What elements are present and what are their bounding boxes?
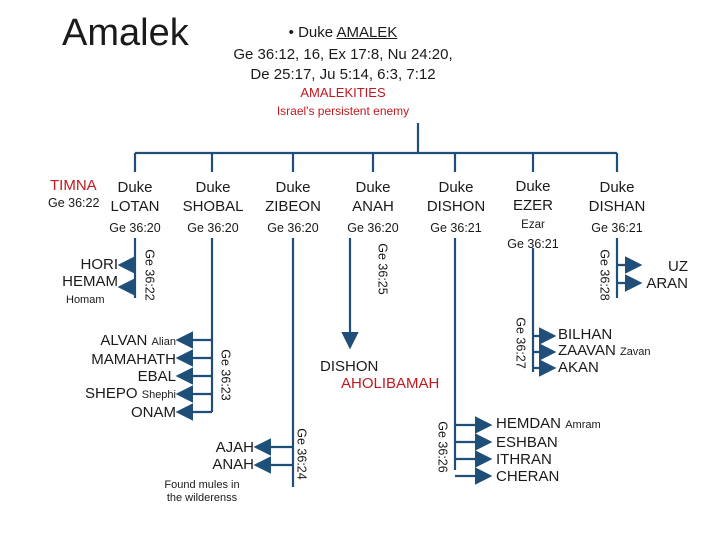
duke-title: Duke <box>599 179 635 196</box>
duke-alias: Ezar <box>521 219 545 231</box>
shobal-ref: Ge 36:23 <box>218 349 233 401</box>
duke-dishan: Duke DISHAN Ge 36:21 <box>582 178 652 238</box>
duke-zibeon: Duke ZIBEON Ge 36:20 <box>258 178 328 238</box>
amalekites-label: AMALEKITIES <box>300 85 386 100</box>
duke-ref: Ge 36:20 <box>347 221 399 235</box>
amalek-refs-line1: Ge 36:12, 16, Ex 17:8, Nu 24:20, <box>233 46 453 63</box>
child-shepo: SHEPO Shephi <box>85 385 176 402</box>
duke-amalek-heading: • Duke AMALEK <box>243 24 443 41</box>
hemam-alias: Homam <box>66 294 105 306</box>
child-ithran: ITHRAN <box>496 451 552 468</box>
child-onam: ONAM <box>131 404 176 421</box>
duke-name: DISHON <box>426 198 486 215</box>
child-mamahath: MAMAHATH <box>91 351 176 368</box>
anah-ref: Ge 36:25 <box>375 243 390 295</box>
duke-amalek-name: AMALEK <box>336 24 398 41</box>
duke-ref: Ge 36:21 <box>507 237 559 251</box>
child-cheran: CHERAN <box>496 468 560 485</box>
duke-ref: Ge 36:21 <box>591 221 643 235</box>
duke-title: Duke <box>117 179 153 196</box>
child-aholibamah: AHOLIBAMAH <box>341 375 440 392</box>
shobal-children: ALVAN Alian MAMAHATH EBAL SHEPO Shephi O… <box>60 332 176 421</box>
mules-note: Found mules in the wilderenss <box>164 479 240 504</box>
child-aran: ARAN <box>646 275 688 292</box>
duke-ezer: Duke EZER Ezar Ge 36:21 <box>503 177 563 254</box>
duke-name: DISHAN <box>588 198 646 215</box>
duke-anah: Duke ANAH Ge 36:20 <box>338 178 408 238</box>
duke-dishon: Duke DISHON Ge 36:21 <box>420 178 492 238</box>
duke-ref: Ge 36:21 <box>430 221 482 235</box>
duke-title: Duke <box>195 179 231 196</box>
duke-title: Duke <box>515 178 551 195</box>
hemdan-alias: Amram <box>565 419 601 431</box>
zibeon-ref: Ge 36:24 <box>294 428 309 480</box>
duke-title: Duke <box>438 179 474 196</box>
child-dishon: DISHON <box>320 358 379 375</box>
ezer-children: BILHAN ZAAVAN Zavan AKAN <box>558 327 651 376</box>
shepo-alias: Shephi <box>141 389 176 401</box>
dishon-ref: Ge 36:26 <box>435 421 450 473</box>
child-zaavan: ZAAVAN Zavan <box>558 342 651 359</box>
child-ebal: EBAL <box>137 368 176 385</box>
dishan-ref: Ge 36:28 <box>597 249 612 301</box>
duke-name: EZER <box>512 197 553 214</box>
duke-name: LOTAN <box>110 198 160 215</box>
child-eshban: ESHBAN <box>496 434 558 451</box>
duke-ref: Ge 36:20 <box>267 221 319 235</box>
duke-ref: Ge 36:20 <box>109 221 161 235</box>
child-anah: ANAH <box>212 456 254 473</box>
child-akan: AKAN <box>558 359 599 376</box>
alvan-alias: Alian <box>151 336 176 348</box>
dishon-children: HEMDAN Amram ESHBAN ITHRAN CHERAN <box>496 415 601 485</box>
slide-title: Amalek <box>62 12 189 54</box>
timna-ref: Ge 36:22 <box>48 196 100 210</box>
lotan-ref: Ge 36:22 <box>142 249 157 301</box>
child-bilhan: BILHAN <box>558 326 613 343</box>
child-hemam: HEMAM <box>62 273 118 290</box>
duke-shobal: Duke SHOBAL Ge 36:20 <box>178 178 248 238</box>
child-ajah: AJAH <box>215 439 254 456</box>
timna-name: TIMNA <box>50 177 97 194</box>
dishan-children: UZ ARAN <box>642 258 688 292</box>
child-alvan: ALVAN Alian <box>100 332 176 349</box>
duke-name: ZIBEON <box>265 198 321 215</box>
zaavan-alias: Zavan <box>619 346 651 358</box>
duke-prefix: • Duke <box>288 24 337 41</box>
duke-ref: Ge 36:20 <box>187 221 239 235</box>
duke-name: ANAH <box>352 198 394 215</box>
ezer-ref: Ge 36:27 <box>513 317 528 369</box>
duke-lotan: Duke LOTAN Ge 36:20 <box>105 178 165 238</box>
duke-name: SHOBAL <box>182 198 244 215</box>
child-hemdan: HEMDAN Amram <box>496 415 601 432</box>
duke-title: Duke <box>275 179 311 196</box>
persistent-enemy-label: Israel's persistent enemy <box>276 104 410 118</box>
child-uz: UZ <box>668 258 688 275</box>
lotan-children: HORI HEMAM <box>40 256 118 290</box>
child-hori: HORI <box>80 256 119 273</box>
duke-title: Duke <box>355 179 391 196</box>
zibeon-children: AJAH ANAH <box>190 439 254 473</box>
amalek-refs-line2: De 25:17, Ju 5:14, 6:3, 7:12 <box>250 66 436 83</box>
